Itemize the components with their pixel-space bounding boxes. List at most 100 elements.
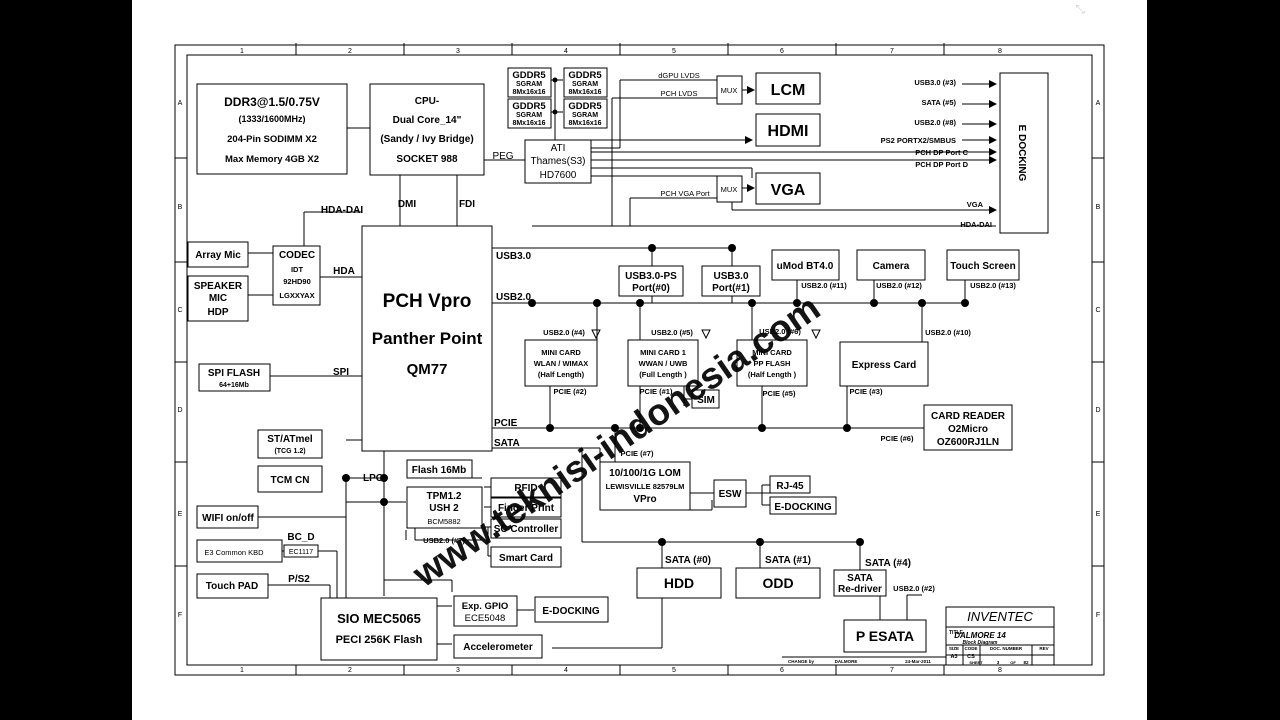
- speaker-label: MIC: [209, 293, 227, 304]
- signal-label: PCIE (#6): [881, 434, 914, 443]
- grid-row-marker: D: [177, 407, 182, 414]
- signal-label: PCIE (#7): [621, 449, 654, 458]
- gddr-label: GDDR5: [568, 70, 602, 81]
- minicard-label: MINI CARD: [752, 348, 792, 357]
- e-docking-label: E DOCKING: [1016, 125, 1027, 182]
- smartcard-label: Smart Card: [499, 553, 553, 564]
- signal-label: PCIE (#1): [640, 387, 673, 396]
- title-block-label: OF: [1010, 660, 1016, 665]
- grid-row-marker: B: [1096, 204, 1101, 211]
- title-block-label: DALMORE: [835, 659, 858, 664]
- signal-label: PCIE (#2): [554, 387, 587, 396]
- mux-label: MUX: [721, 185, 738, 194]
- signal-label: PCIE (#5): [763, 389, 796, 398]
- signal-label: USB2.0 (#5): [651, 328, 693, 337]
- text-layer: DDR3@1.5/0.75V(1333/1600MHz)204-Pin SODI…: [194, 70, 1049, 665]
- title-block-label: SIZE: [949, 646, 959, 651]
- signal-label: PCH DP Port D: [915, 160, 968, 169]
- gpu-label: Thames(S3): [530, 156, 585, 167]
- minicard-label: (Full Length ): [639, 370, 687, 379]
- signal-label: USB2.0 (#6): [759, 327, 801, 336]
- wifi-switch-label: WIFI on/off: [202, 513, 254, 524]
- ec-label: EC1117: [289, 549, 313, 556]
- bus-label: DMI: [398, 199, 417, 210]
- grid-column-marker: 5: [672, 48, 676, 55]
- gpio-label: Exp. GPIO: [462, 601, 508, 612]
- gpu-label: HD7600: [540, 170, 577, 181]
- bus-label: USB3.0: [496, 251, 531, 262]
- signal-label: SATA (#5): [922, 98, 957, 107]
- card-reader-label: OZ600RJ1LN: [937, 437, 999, 448]
- bus-label: HDA: [333, 266, 355, 277]
- bus-label: PCIE: [494, 418, 518, 429]
- grid-row-marker: E: [178, 511, 183, 518]
- lan-label: 10/100/1G LOM: [609, 468, 681, 479]
- title-block-label: 3: [997, 660, 1000, 665]
- minicard-label: WWAN / UWB: [639, 359, 688, 368]
- grid-column-marker: 6: [780, 667, 784, 674]
- grid-column-marker: 7: [890, 667, 894, 674]
- spi-flash-label: 64+16Mb: [219, 382, 249, 389]
- boxes: [187, 67, 1049, 661]
- signal-label: SATA (#1): [765, 555, 811, 566]
- gpio-label: ECE5048: [465, 613, 506, 624]
- ddr-label: DDR3@1.5/0.75V: [224, 95, 320, 109]
- expand-icon[interactable]: ⤡: [1075, 2, 1085, 16]
- grid-column-marker: 1: [240, 48, 244, 55]
- title-block-label: REV: [1039, 646, 1048, 651]
- grid-row-marker: C: [1095, 307, 1100, 314]
- gddr-label: GDDR5: [512, 101, 546, 112]
- signal-label: SATA (#0): [665, 555, 711, 566]
- mux-label: MUX: [721, 86, 738, 95]
- grid-column-marker: 8: [998, 48, 1002, 55]
- odd-label: ODD: [762, 575, 793, 591]
- gddr-label: GDDR5: [512, 70, 546, 81]
- pch-label: PCH Vpro: [383, 291, 472, 312]
- grid-row-marker: A: [178, 100, 183, 107]
- title-block-label: TITLE: [949, 630, 964, 636]
- sim-label: SIM: [697, 395, 715, 406]
- lan-label: LEWISVILLE 82579LM: [606, 482, 685, 491]
- gddr-label: 8Mx16x16: [568, 120, 601, 127]
- tpm-label: USH 2: [429, 503, 459, 514]
- pch-label: QM77: [407, 361, 448, 378]
- accelerometer-label: Accelerometer: [463, 642, 533, 653]
- grid-column-marker: 8: [998, 667, 1002, 674]
- grid-column-marker: 4: [564, 48, 568, 55]
- tpm-label: BCM5882: [427, 517, 460, 526]
- hdmi-label: HDMI: [768, 123, 809, 140]
- signal-label: PCIE (#3): [850, 387, 883, 396]
- gpu-label: ATI: [551, 143, 566, 154]
- gddr-label: SGRAM: [572, 112, 598, 119]
- flash-label: Flash 16Mb: [412, 465, 466, 476]
- e-docking-label: E-DOCKING: [542, 606, 599, 617]
- gddr-label: 8Mx16x16: [512, 120, 545, 127]
- codec-label: CODEC: [279, 250, 315, 261]
- signal-label: USB2.0 (#7): [423, 536, 465, 545]
- tpm-label: TPM1.2: [426, 491, 461, 502]
- sio-label: SIO MEC5065: [337, 611, 421, 626]
- signal-label: USB2.0 (#11): [801, 281, 847, 290]
- signal-label: VGA: [967, 200, 984, 209]
- grid-column-marker: 2: [348, 48, 352, 55]
- signal-label: USB2.0 (#2): [893, 584, 935, 593]
- rfid-label: RFID: [514, 483, 537, 494]
- grid-column-marker: 5: [672, 667, 676, 674]
- grid-column-marker: 2: [348, 667, 352, 674]
- sio-label: PECI 256K Flash: [336, 634, 423, 646]
- smartcard-controller-label: SC Controller: [494, 524, 559, 535]
- signal-label: PCH DP Port C: [915, 148, 968, 157]
- wiring: [248, 79, 997, 649]
- cpu-label: SOCKET 988: [396, 154, 458, 165]
- vga-label: VGA: [771, 182, 806, 199]
- hdd-label: HDD: [664, 575, 694, 591]
- ddr-label: 204-Pin SODIMM X2: [227, 134, 317, 145]
- e-docking-label: E-DOCKING: [774, 502, 831, 513]
- signal-label: PS2 PORTX2/SMBUS: [881, 136, 956, 145]
- grid-row-marker: B: [178, 204, 183, 211]
- signal-label: USB3.0 (#3): [914, 78, 956, 87]
- pch-label: Panther Point: [372, 329, 483, 348]
- codec-label: 92HD90: [283, 277, 311, 286]
- lan-label: VPro: [633, 494, 656, 505]
